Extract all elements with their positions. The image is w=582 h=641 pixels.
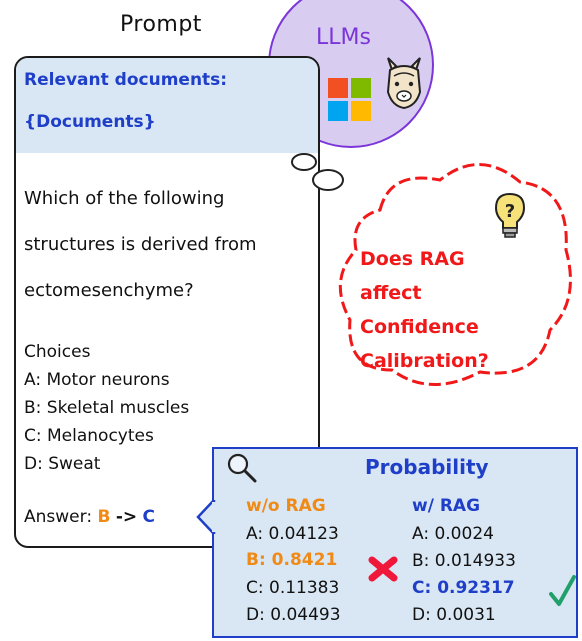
magnifier-icon	[227, 453, 257, 483]
microsoft-logo-icon	[328, 78, 371, 121]
choice-item: D: Sweat	[24, 454, 101, 474]
with-rag-row: D: 0.0031	[412, 605, 496, 625]
documents-section	[16, 58, 318, 153]
cross-mark-icon	[368, 556, 398, 582]
without-rag-row: B: 0.8421	[246, 550, 338, 570]
answer-from: B	[97, 507, 111, 527]
question-line: structures is derived from	[24, 234, 257, 255]
answer-label: Answer:	[24, 507, 93, 527]
svg-text:?: ?	[505, 201, 515, 222]
answer-to: C	[142, 507, 156, 527]
llms-title: LLMs	[316, 25, 371, 50]
question-line: ectomesenchyme?	[24, 280, 194, 301]
panel-pointer	[196, 500, 216, 534]
thought-line: affect	[360, 282, 422, 304]
with-rag-row: C: 0.92317	[412, 578, 515, 598]
llama-icon	[386, 57, 422, 110]
relevant-documents-label: Relevant documents:	[24, 70, 228, 90]
with-rag-label: w/ RAG	[412, 496, 481, 516]
thought-line: Does RAG	[360, 248, 465, 270]
answer-row: Answer: B -> C	[24, 507, 155, 527]
prompt-card: Relevant documents: {Documents} Which of…	[14, 56, 320, 548]
prompt-title: Prompt	[120, 12, 202, 37]
thought-line: Confidence	[360, 316, 479, 338]
probability-title: Probability	[365, 455, 489, 479]
without-rag-label: w/o RAG	[246, 496, 326, 516]
with-rag-row: B: 0.014933	[412, 551, 516, 571]
choice-item: C: Melanocytes	[24, 426, 154, 446]
check-mark-icon	[549, 575, 576, 606]
with-rag-row: A: 0.0024	[412, 524, 494, 544]
without-rag-row: C: 0.11383	[246, 578, 340, 598]
question-line: Which of the following	[24, 188, 225, 209]
documents-placeholder: {Documents}	[24, 112, 156, 132]
thought-line: Calibration?	[360, 350, 489, 372]
choice-item: A: Motor neurons	[24, 370, 170, 390]
answer-arrow: ->	[115, 507, 138, 527]
without-rag-row: A: 0.04123	[246, 524, 339, 544]
lightbulb-question-icon: ?	[494, 192, 526, 238]
probability-panel	[212, 447, 578, 638]
choices-label: Choices	[24, 342, 91, 362]
choice-item: B: Skeletal muscles	[24, 398, 190, 418]
without-rag-row: D: 0.04493	[246, 605, 341, 625]
